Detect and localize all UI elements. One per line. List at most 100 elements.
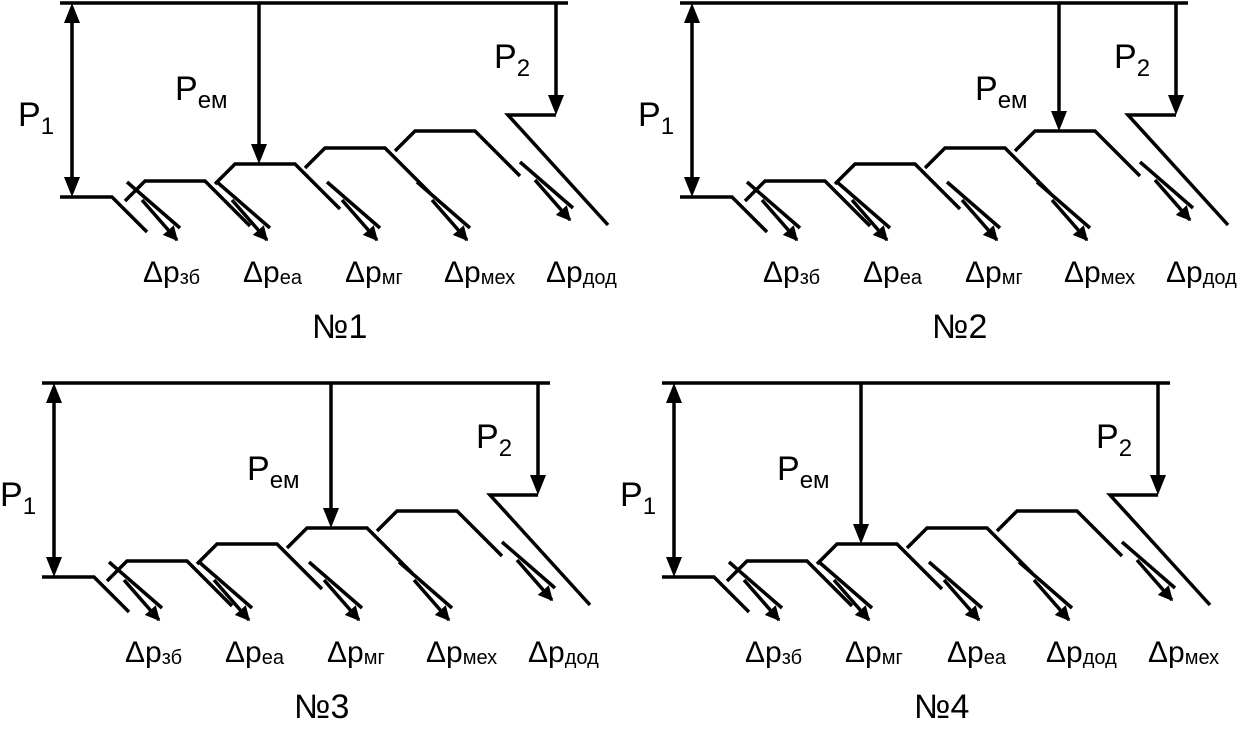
loss-arrow-3 [942,578,981,622]
loss-label-4: Δpмех [444,256,515,289]
flow-shelf-2 [195,542,324,591]
flow-shelf-5 [1124,113,1230,227]
loss-arrow-5 [1153,178,1192,222]
flow-shelf-5 [1106,493,1212,607]
p1-arrow-head-top [684,3,700,23]
loss-label-2: Δpмг [845,636,903,669]
pem-arrow-head-bottom [1051,111,1067,131]
loss-label-1: Δpзб [763,256,820,289]
p2-label: P2 [476,418,512,462]
loss-channel-3 [945,180,1002,230]
flow-shelf-2 [833,162,962,211]
p1-base-line [60,195,149,234]
p2-label: P2 [1096,418,1132,462]
diagram-caption: №3 [294,688,349,726]
pem-arrow-head-bottom [323,508,339,528]
loss-channel-3 [325,180,382,230]
loss-arrow-4 [412,578,451,622]
loss-channel-4 [397,560,454,610]
p1-label: P1 [18,96,54,140]
flow-shelf-3 [923,146,1052,195]
p1-label: P1 [0,476,36,520]
pem-arrow-head-bottom [251,144,267,164]
p1-arrow-head-bottom [666,557,682,577]
p1-base-line [662,575,751,614]
flow-shelf-2 [815,542,944,591]
p1-arrow-head-top [64,3,80,23]
flow-shelf-4 [1013,129,1142,178]
loss-label-4: Δpмех [1064,256,1135,289]
loss-channel-4 [415,180,472,230]
loss-label-2: Δpеа [243,256,303,289]
p2-label: P2 [1114,38,1150,82]
pem-label: Pем [247,450,300,494]
diagram-caption: №1 [312,308,367,346]
loss-label-3: Δpеа [947,636,1007,669]
loss-arrow-5 [515,558,554,602]
flow-shelf-3 [303,146,432,195]
p1-label: P1 [620,476,656,520]
loss-arrow-2 [230,198,269,242]
loss-label-3: Δpмг [965,256,1023,289]
loss-arrow-1 [140,198,179,242]
loss-label-5: Δpдод [546,256,617,289]
flow-shelf-3 [905,526,1034,575]
loss-label-3: Δpмг [345,256,403,289]
loss-arrow-3 [340,198,379,242]
flow-shelf-4 [375,509,504,558]
loss-arrow-4 [1050,198,1089,242]
loss-channel-1 [125,180,182,230]
loss-channel-1 [727,560,784,610]
loss-arrow-2 [212,578,251,622]
loss-label-5: Δpдод [1166,256,1237,289]
loss-label-2: Δpеа [863,256,923,289]
loss-channel-5 [1138,160,1195,210]
loss-label-3: Δpмг [327,636,385,669]
loss-label-2: Δpеа [225,636,285,669]
pem-label: Pем [975,70,1028,114]
loss-arrow-1 [122,578,161,622]
loss-label-4: Δpмех [426,636,497,669]
loss-channel-2 [835,180,892,230]
pem-arrow-head-bottom [853,524,869,544]
diagram-caption: №4 [914,688,969,726]
loss-label-5: Δpдод [528,636,599,669]
p1-arrow-head-bottom [684,177,700,197]
p2-label: P2 [494,38,530,82]
loss-arrow-4 [430,198,469,242]
loss-channel-5 [500,540,557,590]
loss-arrow-1 [742,578,781,622]
loss-channel-4 [1017,560,1074,610]
loss-label-4: Δpдод [1046,636,1117,669]
loss-arrow-4 [1032,578,1071,622]
p2-arrow-head-bottom [1150,475,1166,495]
loss-channel-2 [817,560,874,610]
loss-channel-3 [307,560,364,610]
p1-arrow-head-bottom [46,557,62,577]
loss-channel-4 [1035,180,1092,230]
flow-shelf-4 [393,129,522,178]
flow-shelf-2 [213,162,342,211]
loss-arrow-5 [1135,558,1174,602]
p2-arrow-head-bottom [530,475,546,495]
loss-label-5: Δpмех [1148,636,1219,669]
p1-arrow-head-top [46,383,62,403]
p1-base-line [42,575,131,614]
loss-arrow-3 [322,578,361,622]
pem-label: Pем [175,70,228,114]
p1-arrow-head-top [666,383,682,403]
flow-shelf-3 [285,526,414,575]
loss-label-1: Δpзб [125,636,182,669]
diagram-caption: №2 [932,308,987,346]
loss-channel-5 [518,160,575,210]
loss-arrow-3 [960,198,999,242]
p1-base-line [680,195,769,234]
loss-channel-2 [197,560,254,610]
pem-label: Pем [777,450,830,494]
loss-channel-1 [745,180,802,230]
loss-label-1: Δpзб [143,256,200,289]
